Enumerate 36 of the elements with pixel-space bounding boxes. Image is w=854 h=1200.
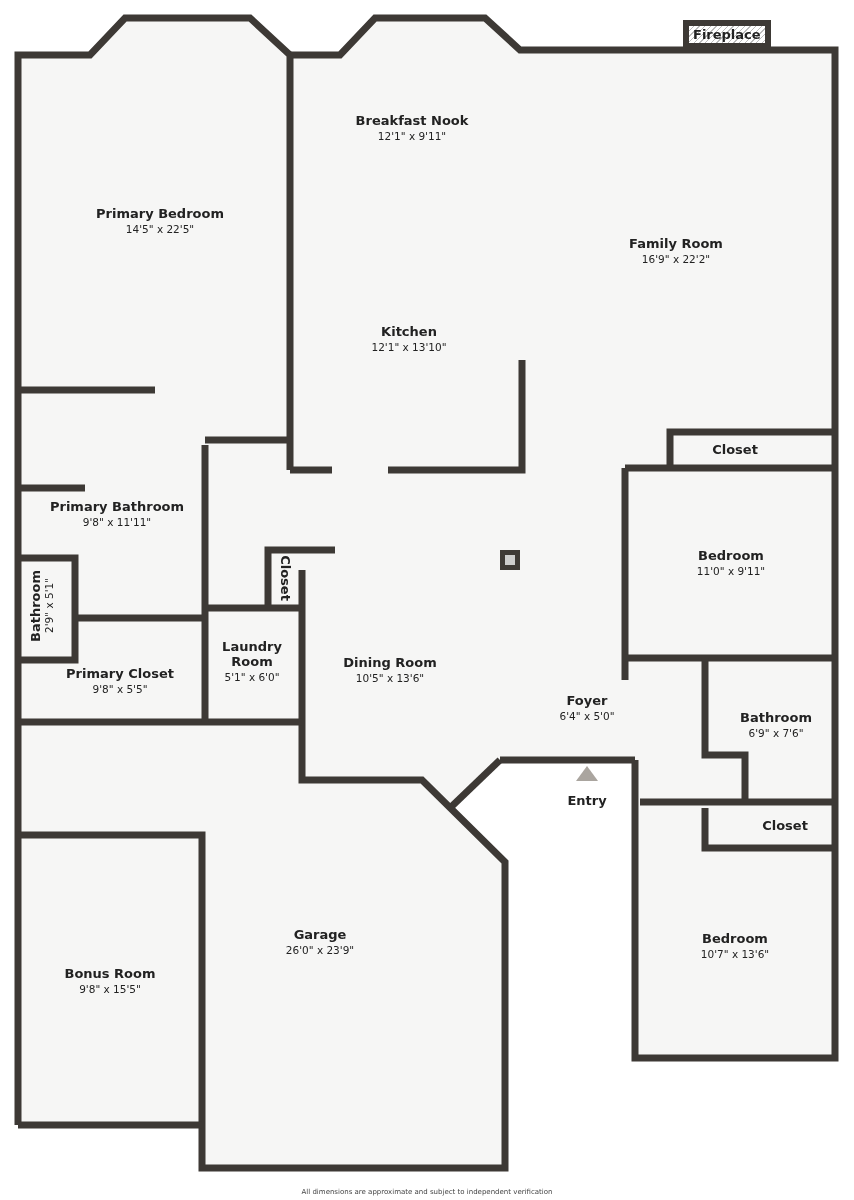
room-dimensions: 10'5" x 13'6" [354,671,426,684]
room-name: Breakfast Nook [355,112,469,128]
room-dimensions: 9'8" x 11'11" [81,515,153,528]
room-name: Closet [712,441,758,457]
room-name: Primary Bathroom [49,498,185,514]
room-name: Foyer [565,692,609,708]
room-name: Family Room [629,235,723,251]
room-name: Bathroom [740,709,812,725]
room-dimensions: 6'4" x 5'0" [559,709,615,722]
room-name: Kitchen [380,323,438,339]
room-name: Laundry Room [221,639,283,669]
room-dimensions: 6'9" x 7'6" [747,726,805,739]
room-dimensions: 2'9" x 5'1" [42,576,55,635]
room-name: Bedroom [701,930,769,946]
room-name: Bonus Room [64,965,156,981]
room-name: Primary Closet [66,665,174,681]
room-dimensions: 9'8" x 15'5" [78,982,142,995]
room-dimensions: 9'8" x 5'5" [91,682,149,695]
room-name: Bathroom [27,570,43,642]
room-dimensions: 5'1" x 6'0" [223,671,281,683]
room-name: Fireplace [693,27,761,42]
room-name: Primary Bedroom [96,205,224,221]
room-name: Closet [762,817,808,833]
room-name: Dining Room [343,654,437,670]
room-name: Garage [292,926,348,942]
room-dimensions: 10'7" x 13'6" [700,947,770,960]
room-name: Bedroom [697,547,765,563]
room-dimensions: 14'5" x 22'5" [124,222,196,235]
entry-label: Entry [567,792,607,808]
room-name: Closet [277,555,293,601]
fireplace-box [683,20,771,49]
room-dimensions: 12'1" x 13'10" [371,340,447,353]
room-dimensions: 26'0" x 23'9" [285,943,355,956]
room-dimensions: 16'9" x 22'2" [640,252,712,265]
room-dimensions: 12'1" x 9'11" [376,129,448,142]
room-dimensions: 11'0" x 9'11" [696,564,766,577]
